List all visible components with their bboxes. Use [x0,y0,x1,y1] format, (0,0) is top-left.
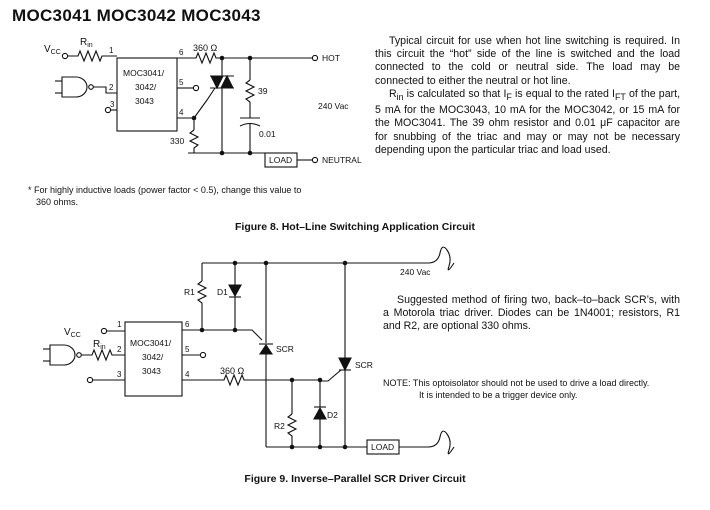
fig9-scr2-label: SCR [355,360,373,370]
fig8-description-p2: Rin is calculated so that IF is equal to… [375,87,681,156]
fig9-r2-resistor [286,413,298,447]
fig9-pin3: 3 [117,370,122,379]
fig9-scr1-label: SCR [276,344,294,354]
fig8-360-label: 360 Ω [193,43,218,53]
fig8-pin6: 6 [179,48,184,57]
fig9-vcc-terminal [100,327,108,335]
fig8-nand-gate [61,76,88,98]
fig9-vac-label: 240 Vac [400,267,431,277]
fig8-cap-label: 0.01 [259,129,276,139]
fig9-pin2: 2 [117,345,122,354]
fig9-chip-line3: 3043 [142,366,161,376]
fig8-cap-bottom [239,122,261,127]
fig8-330-label: 330 [170,136,184,146]
fig9-360-resistor [182,373,320,387]
fig8-pin2: 2 [109,83,114,92]
figure-9-schematic [43,246,455,455]
fig9-description: Suggested method of firing two, back–to–… [383,294,680,333]
fig9-rin-resistor [81,348,125,362]
fig8-rin-label: Rin [80,37,93,49]
fig9-d2-label: D2 [327,410,338,420]
fig9-chip-line1: MOC3041/ [130,338,172,348]
fig8-load-label: LOAD [269,155,292,165]
fig8-description-p1: Typical circuit for use when hot line sw… [375,35,680,87]
fig9-load-label: LOAD [371,442,394,452]
fig9-nand-gate [49,344,76,366]
fig8-description: Typical circuit for use when hot line sw… [375,35,680,157]
fig9-360-label: 360 Ω [220,366,245,376]
fig8-chip-line3: 3043 [135,96,154,106]
fig8-chip-line1: MOC3041/ [123,68,165,78]
fig8-vac-label: 240 Vac [318,101,349,111]
fig9-vcc-label: VCC [64,327,81,339]
fig8-hot-terminal [311,54,319,62]
fig9-r2-label: R2 [274,421,285,431]
fig8-360-resistor [177,51,312,65]
fig8-vcc-label: VCC [44,44,61,56]
fig9-r1-label: R1 [184,287,195,297]
footnote: * For highly inductive loads (power fact… [28,185,302,207]
fig9-scr2 [338,357,352,372]
fig8-caption: Figure 8. Hot–Line Switching Application… [235,221,475,233]
fig8-hot-label: HOT [322,53,340,63]
fig8-pin3: 3 [110,100,115,109]
fig8-neutral-terminal [311,156,319,164]
fig8-pin1: 1 [109,46,114,55]
fig9-r1-resistor [196,280,208,330]
fig9-scr1 [258,344,274,355]
fig8-optocoupler-chip [116,57,178,132]
fig8-vcc-terminal [61,52,69,60]
fig9-pin1: 1 [117,320,122,329]
fig9-d1-diode [228,284,242,298]
fig9-optocoupler-chip [124,321,183,397]
fig8-chip-line2: 3042/ [135,82,157,92]
fig9-pin6: 6 [185,320,190,329]
fig9-ac-source-bottom [427,430,455,455]
fig8-rin-resistor [68,49,117,63]
fig9-d2-diode [313,406,327,420]
fig8-pin5: 5 [179,78,184,87]
fig8-39-label: 39 [258,86,268,96]
fig8-triac-lower [220,74,234,89]
fig9-chip-line2: 3042/ [142,352,164,362]
fig9-pin4: 4 [185,370,190,379]
fig9-ac-source-top [427,246,455,271]
fig8-pin4: 4 [179,108,184,117]
fig9-note: NOTE: This optoisolator should not be us… [383,378,650,400]
fig9-rin-label: Rin [93,339,106,351]
fig9-caption: Figure 9. Inverse–Parallel SCR Driver Ci… [244,473,466,485]
fig9-d1-label: D1 [217,287,228,297]
fig8-neutral-label: NEUTRAL [322,155,362,165]
page-title: MOC3041 MOC3042 MOC3043 [12,6,261,25]
fig8-triac-upper [210,75,224,90]
fig9-pin5: 5 [185,345,190,354]
